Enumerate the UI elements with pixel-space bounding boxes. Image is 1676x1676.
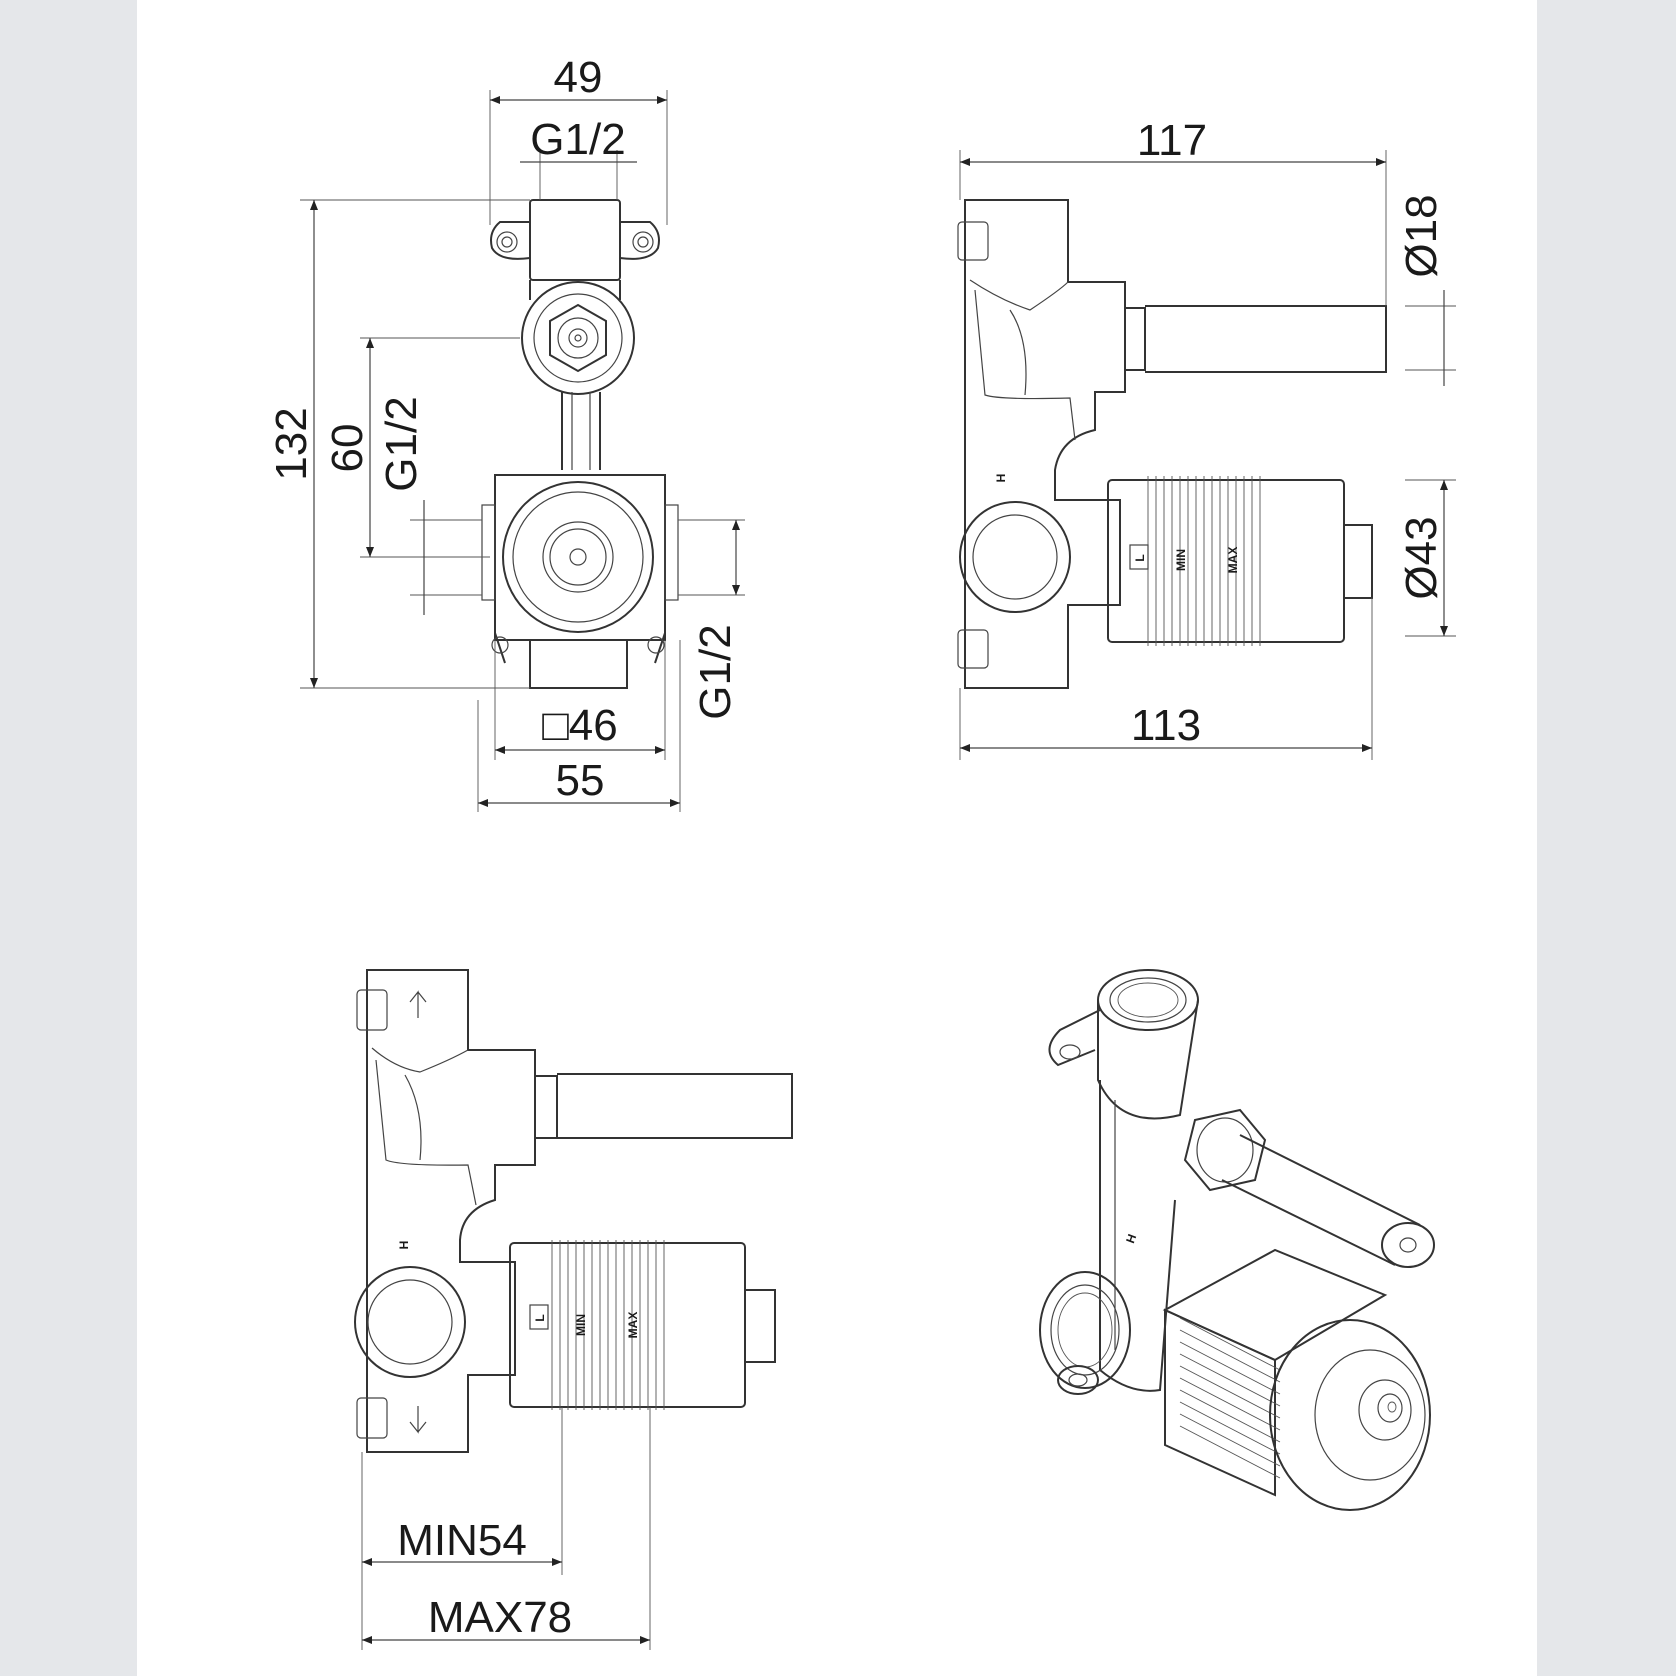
dim-113-label: 113 (1131, 701, 1201, 750)
dim-d43-label: Ø43 (1397, 516, 1446, 599)
install-l-mark: L (533, 1314, 547, 1321)
dim-60-label: 60 (323, 424, 372, 473)
front-view: 49 G1/2 132 60 G1/2 G1/2 □46 55 (267, 53, 745, 812)
iso-ribs (1179, 1317, 1281, 1479)
side-min-mark: MIN (1174, 549, 1188, 571)
dim-49-label: 49 (554, 53, 603, 102)
dim-square46-label: □46 (542, 701, 618, 750)
side-view: H L MIN MAX 117 113 Ø18 Ø43 (957, 116, 1456, 760)
dim-g12-left-label: G1/2 (377, 396, 426, 491)
iso-view: H (1039, 969, 1435, 1511)
dim-g12-top-label: G1/2 (530, 115, 625, 164)
dim-g12-right-label: G1/2 (691, 624, 740, 719)
install-max-mark: MAX (626, 1312, 640, 1339)
install-view: H L MIN MAX MIN54 MAX78 (354, 969, 793, 1650)
dim-117-label: 117 (1137, 116, 1207, 165)
dim-55-label: 55 (556, 756, 605, 805)
side-max-mark: MAX (1226, 547, 1240, 574)
side-l-mark: L (1133, 554, 1147, 561)
drawing-sheet (137, 0, 1537, 1676)
dim-132-label: 132 (267, 407, 316, 480)
install-min-mark: MIN (574, 1314, 588, 1336)
dim-min54-label: MIN54 (397, 1516, 527, 1565)
dim-max78-label: MAX78 (428, 1593, 572, 1642)
install-h-mark: H (397, 1241, 411, 1250)
dim-d18-label: Ø18 (1397, 194, 1446, 277)
iso-h-mark: H (1123, 1232, 1139, 1245)
side-h-mark: H (994, 474, 1008, 483)
cartridge-ribs (1147, 476, 1261, 646)
